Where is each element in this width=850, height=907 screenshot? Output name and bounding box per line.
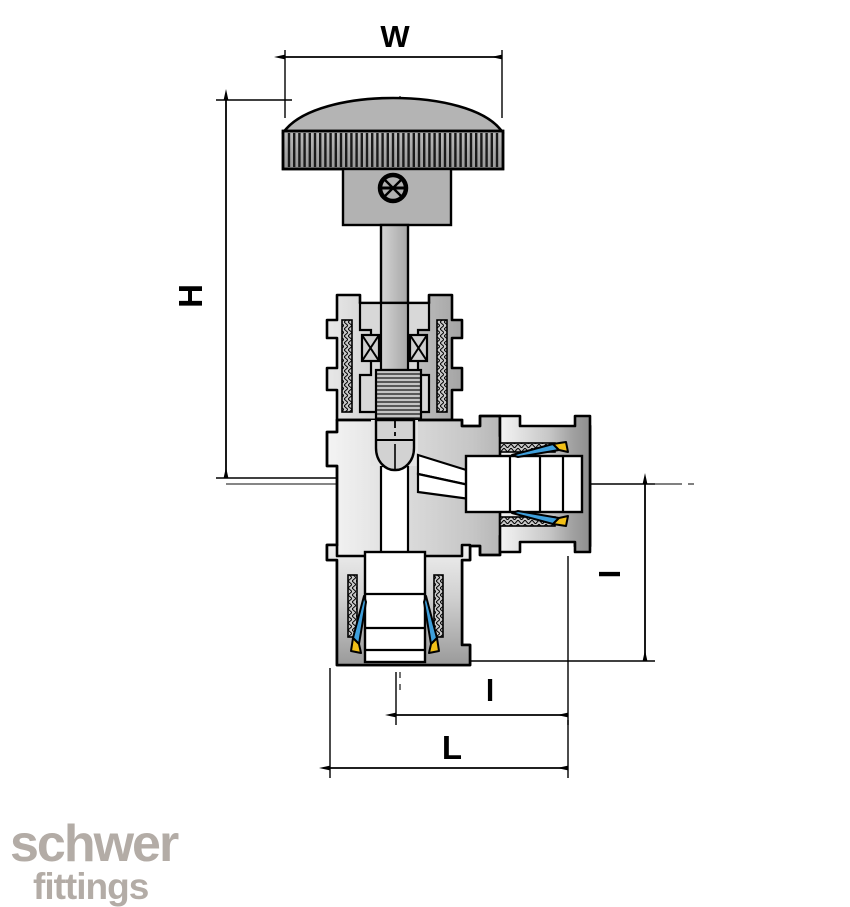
dimension-L: L xyxy=(319,668,569,778)
stem-set-screw-cross-d2 xyxy=(382,177,404,199)
packing-seal-left xyxy=(360,333,381,363)
dimension-W-label: W xyxy=(380,19,410,54)
inlet-back-ferrule-left xyxy=(350,637,362,654)
inlet-tube-bore xyxy=(363,550,427,664)
outlet-back-ferrule-bottom xyxy=(552,515,569,527)
dimension-H-label: H xyxy=(172,284,209,308)
inlet-thread-right xyxy=(433,574,444,638)
inlet-fitting xyxy=(325,543,472,667)
valve-stem xyxy=(379,223,410,307)
logo-brand-text: schwer xyxy=(10,815,179,873)
stem-thread-section xyxy=(374,368,423,422)
stem-hub xyxy=(341,167,453,227)
bonnet-thread-right xyxy=(436,319,448,413)
outlet-fitting xyxy=(464,414,592,554)
packing-seal-right xyxy=(408,333,429,363)
stem-hub-block xyxy=(341,167,453,227)
brand-logo: schwer fittings xyxy=(10,815,181,907)
logo-tagline-text: fittings xyxy=(33,866,149,907)
outlet-tube-bore xyxy=(464,454,584,514)
handwheel-dome xyxy=(281,96,505,135)
handwheel xyxy=(281,96,505,171)
dimension-l-label: l xyxy=(486,673,495,708)
bonnet-assembly xyxy=(325,293,464,422)
handwheel-knurl-lines xyxy=(287,133,499,167)
dimension-L-label: L xyxy=(442,729,462,766)
dimension-W: W xyxy=(274,19,503,118)
bonnet-thread-left xyxy=(341,319,353,413)
needle-tip xyxy=(374,418,416,472)
outlet-back-ferrule-top xyxy=(552,441,569,453)
stem-shaft-in-bonnet xyxy=(379,301,410,372)
stem-shaft-upper xyxy=(379,223,410,307)
dimension-l: l xyxy=(385,556,569,725)
inlet-back-ferrule-right xyxy=(428,637,440,654)
dimension-I: I xyxy=(470,473,655,662)
dimension-H: H xyxy=(172,89,350,479)
dimension-I-label: I xyxy=(592,570,627,579)
